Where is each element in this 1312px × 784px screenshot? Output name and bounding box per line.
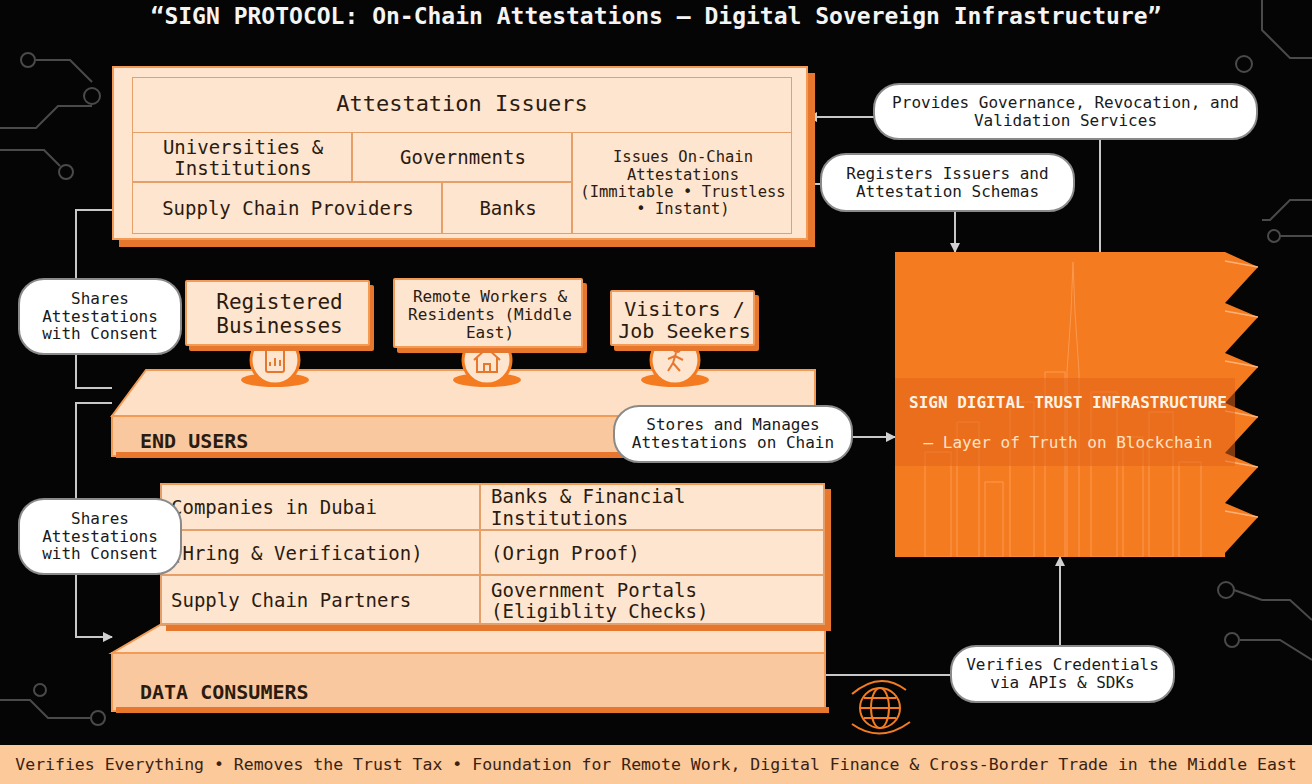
node-text: Supply Chain Partners — [171, 590, 471, 611]
issuer-cell: Issues On-Chain Attestations (Immitable … — [572, 132, 792, 234]
node-text: Companies in Dubai — [171, 497, 471, 518]
building — [1179, 462, 1201, 557]
user-box: Visitors / Job Seekers — [610, 290, 755, 346]
trust-infrastructure-box: SIGN DIGITAL TRUST INFRASTRUCTURE – Layer… — [895, 252, 1258, 557]
user-box: Remote Workers & Residents (Middle East) — [393, 278, 583, 348]
edge-label: Registers Issuers and Attestation Schema… — [820, 153, 1075, 212]
trace — [36, 60, 92, 82]
node-text: (Hring & Verification) — [171, 543, 471, 564]
consumer-cell: (Hring & Verification) — [160, 530, 480, 575]
tooth-edge — [1225, 261, 1258, 267]
node-text: Supply Chain Providers — [138, 198, 438, 219]
node-text: SIGN DIGITAL TRUST INFRASTRUCTURE — [903, 394, 1233, 412]
house-icon — [474, 348, 500, 372]
tooth-edge — [1225, 361, 1258, 367]
node-text: Issues On-Chain Attestations (Immitable … — [578, 149, 788, 218]
node-text: Governments — [358, 147, 568, 168]
slab-top — [112, 625, 825, 653]
edge-label: Shares Attestations with Consent — [18, 498, 182, 575]
consumer-cell: Banks & Financial Institutions — [480, 483, 825, 530]
tooth-edge — [1225, 511, 1258, 517]
consumer-cell: Supply Chain Partners — [160, 575, 480, 625]
node-text: Registered Businesses — [192, 291, 367, 338]
trace-node — [91, 711, 105, 725]
trace-node — [59, 165, 73, 179]
edge-label: Stores and Manages Attestations on Chain — [613, 405, 853, 463]
trace-node — [1218, 582, 1234, 598]
node-text: Remote Workers & Residents (Middle East) — [400, 288, 580, 342]
trace — [1240, 640, 1312, 660]
person-body — [668, 353, 683, 371]
edge-label: Verifies Credentials via APIs & SDKs — [950, 645, 1175, 703]
trace — [1262, 600, 1312, 620]
issuer-cell: Universities & Institutions — [132, 132, 352, 182]
globe-orbit — [852, 681, 910, 734]
node-text: (Orign Proof) — [491, 543, 816, 564]
text-strip — [895, 378, 1235, 466]
node-text: Government Portals (Eligiblity Checks) — [491, 580, 816, 623]
trace — [1234, 590, 1262, 600]
edge-label: Shares Attestations with Consent — [18, 278, 182, 355]
node-text: Banks & Financial Institutions — [491, 486, 816, 529]
trace-node — [21, 53, 35, 67]
trace-node — [84, 88, 100, 104]
tooth-edge — [1225, 311, 1258, 317]
trace — [1262, 200, 1312, 220]
trace-node — [1236, 56, 1252, 72]
consumer-cell: Companies in Dubai — [160, 483, 480, 530]
node-text: Banks — [448, 198, 568, 219]
issuer-cell: Banks — [442, 182, 572, 234]
issuer-cell: Supply Chain Providers — [132, 182, 442, 234]
user-box: Registered Businesses — [185, 280, 370, 346]
issuer-panel: Attestation IssuersUniversities & Instit… — [112, 66, 808, 240]
trust-box-body — [895, 252, 1258, 557]
consumer-cell: Government Portals (Eligiblity Checks) — [480, 575, 825, 625]
trace-node — [1268, 230, 1280, 242]
trace-node — [34, 684, 46, 696]
globe-icon — [852, 681, 910, 734]
user-icons — [266, 345, 683, 372]
node-text: Attestation Issuers — [132, 92, 792, 117]
node-text: END USERS — [140, 430, 380, 452]
clipboard-detail — [270, 345, 280, 366]
building — [985, 482, 1003, 557]
circuit-traces — [0, 0, 1312, 725]
trace — [1280, 235, 1312, 237]
node-text: Universities & Institutions — [138, 137, 348, 180]
trace — [0, 700, 90, 718]
building — [925, 452, 951, 557]
diagram-caption: Verifies Everything • Removes the Trust … — [0, 755, 1312, 774]
slab-shadow — [116, 707, 829, 713]
node-text: DATA CONSUMERS — [140, 681, 400, 703]
trace — [1262, 0, 1312, 58]
node-text: Visitors / Job Seekers — [617, 298, 752, 343]
diagram-title: “SIGN PROTOCOL: On-Chain Attestations — … — [0, 3, 1312, 29]
trace-node — [1225, 633, 1239, 647]
platform-group: DATA CONSUMERS Companies in Dubai Banks & … — [112, 483, 825, 711]
issuer-cell: Governments — [352, 132, 572, 182]
globe-latitudes — [860, 698, 900, 718]
node-subtext: – Layer of Truth on Blockchain — [903, 434, 1233, 452]
consumer-cell: (Orign Proof) — [480, 530, 825, 575]
slab-front — [112, 653, 825, 711]
person-head — [674, 346, 680, 352]
trace — [0, 150, 60, 166]
trace — [0, 106, 92, 128]
edge-label: Provides Governance, Revocation, and Val… — [873, 83, 1258, 140]
globe-outline — [860, 688, 900, 728]
